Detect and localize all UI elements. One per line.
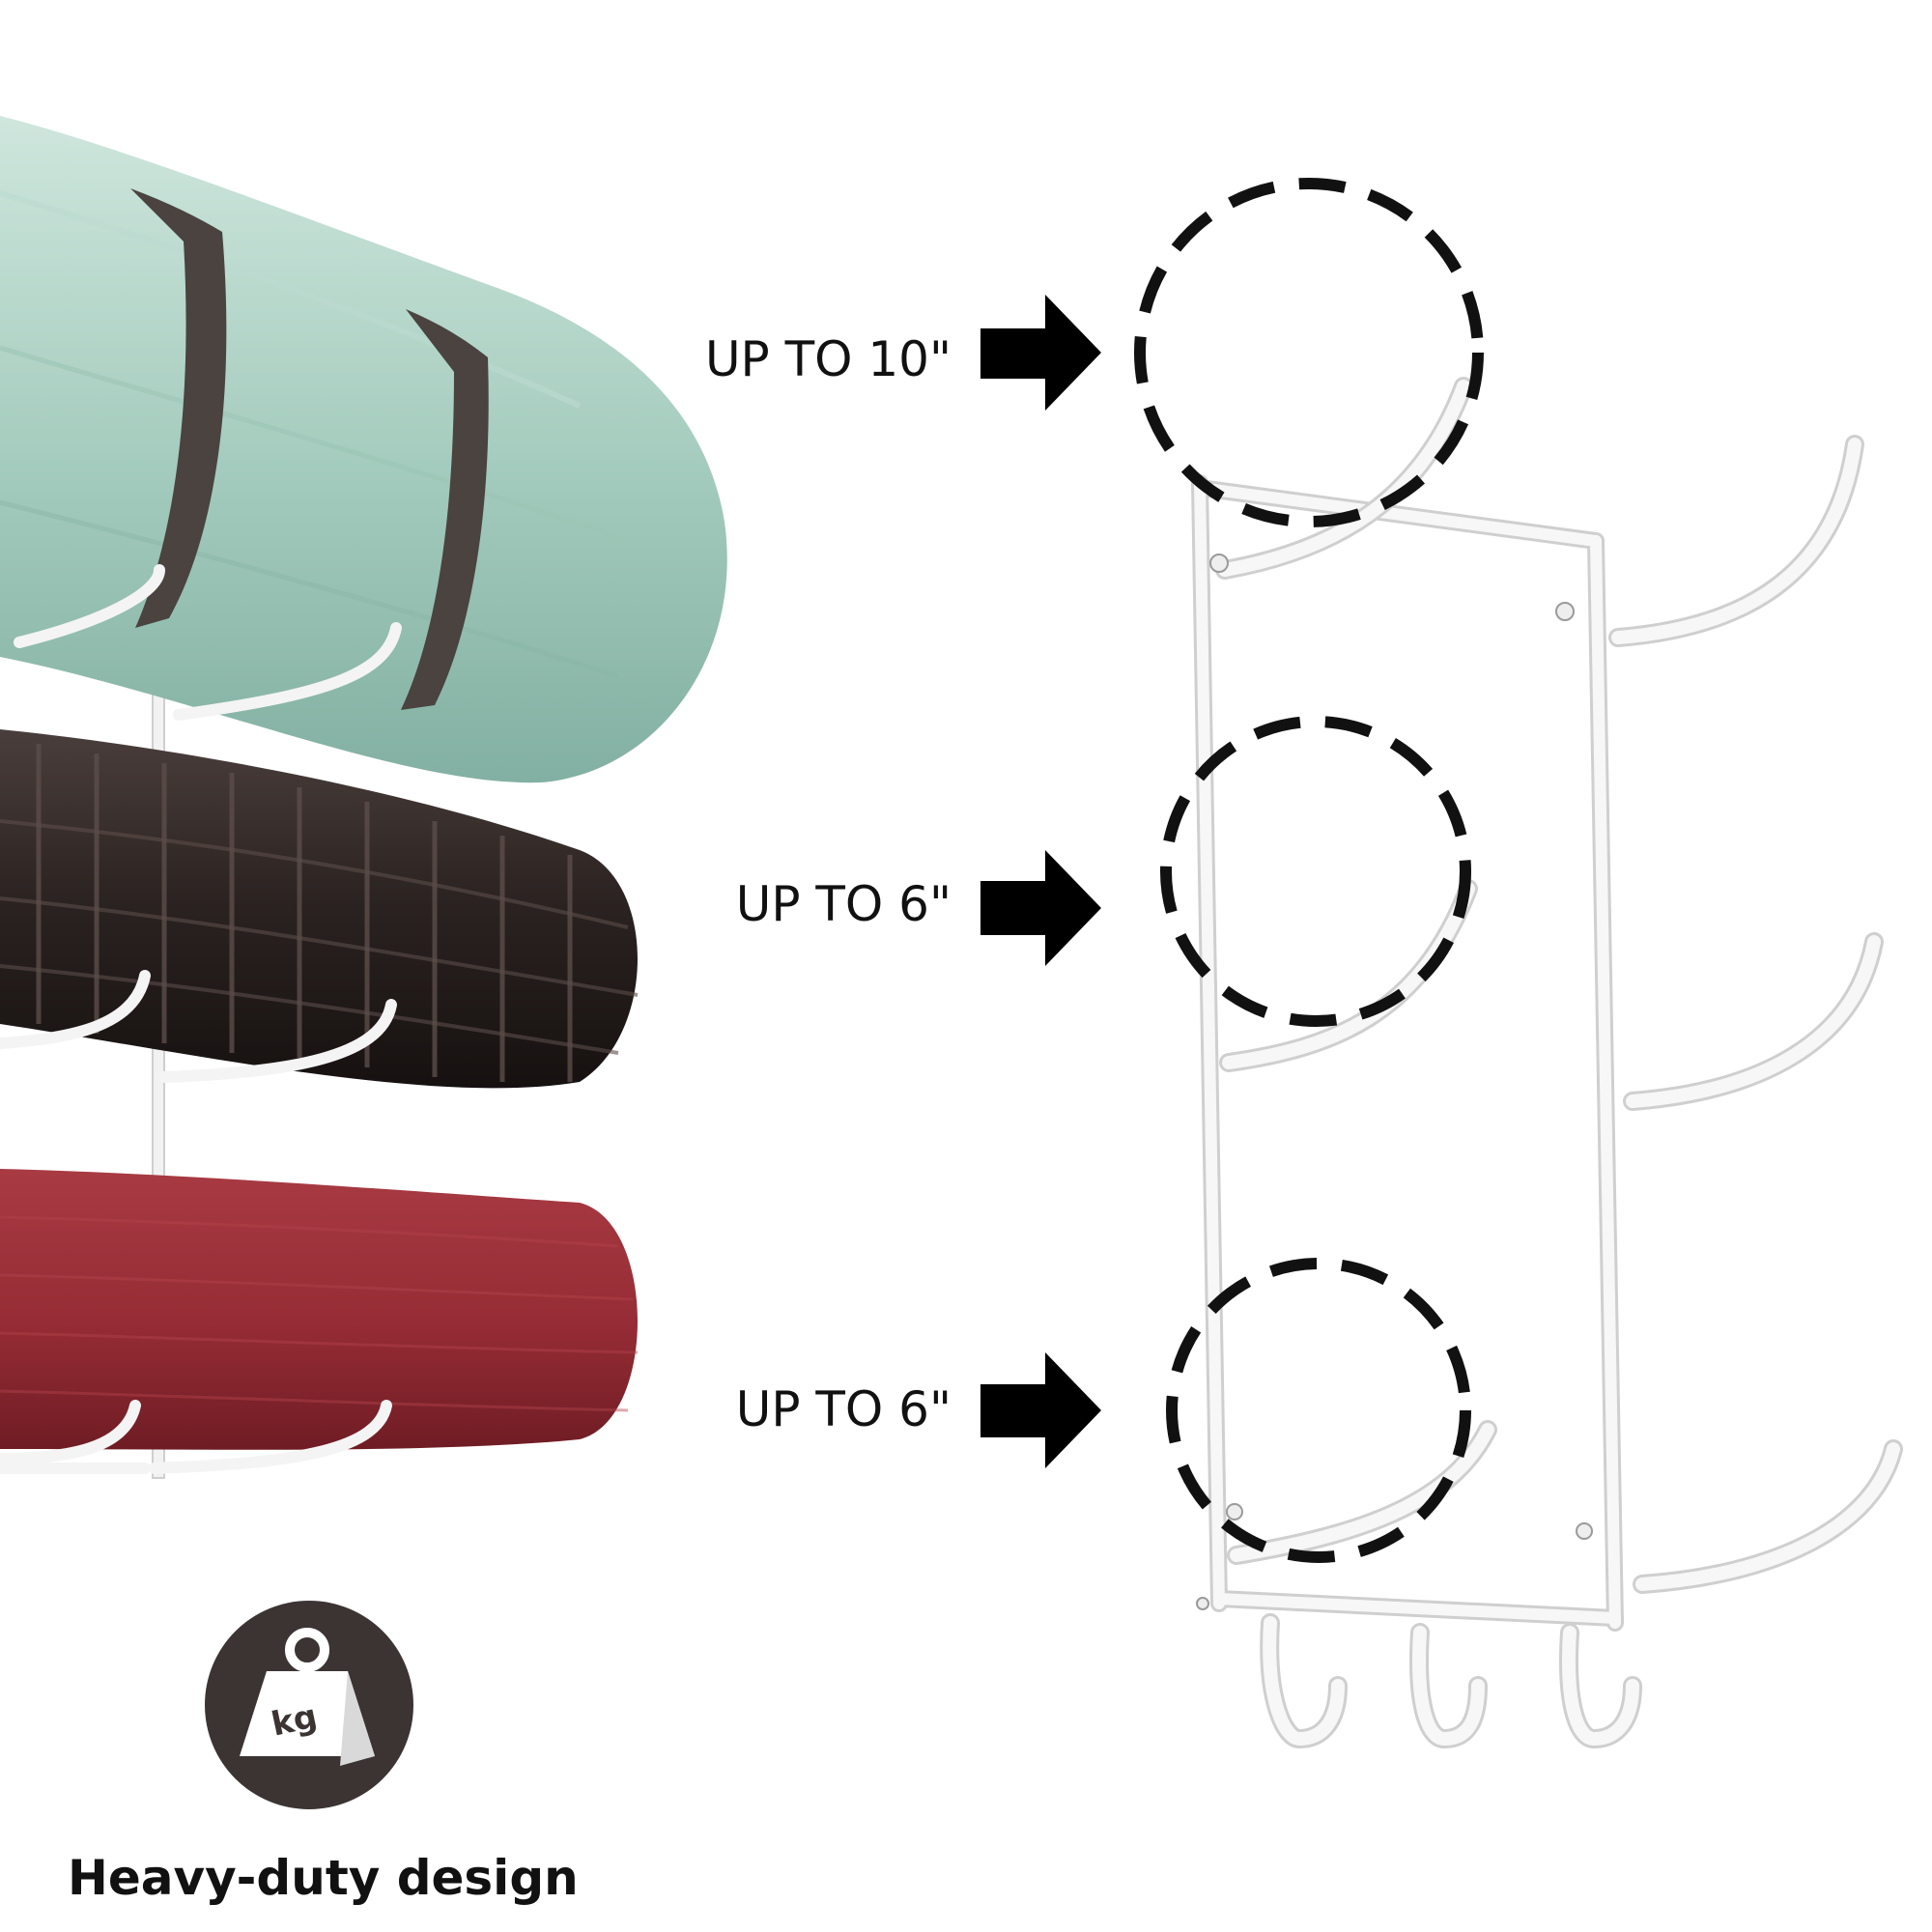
capacity-circle-top: [1134, 178, 1484, 527]
capacity-label-bottom: UP TO 6": [735, 1381, 952, 1437]
capacity-arrows: [980, 295, 1101, 1468]
capacity-label-middle: UP TO 6": [735, 876, 952, 932]
capacity-circle-middle: [1160, 716, 1471, 1027]
kg-icon-text: kg: [269, 1697, 321, 1745]
arrow-right-icon: [980, 850, 1101, 966]
arrow-right-icon: [980, 1352, 1101, 1468]
red-yoga-mat: [0, 1169, 639, 1450]
capacity-circle-bottom: [1166, 1258, 1471, 1563]
white-wall-rack: [1191, 377, 1903, 1748]
capacity-label-top: UP TO 10": [704, 331, 952, 387]
green-mat-hooks: [14, 564, 402, 721]
red-mat-hooks: [0, 1400, 392, 1474]
arrow-right-icon: [980, 295, 1101, 411]
green-yoga-mat: [0, 116, 727, 783]
feature-caption: Heavy-duty design: [68, 1850, 579, 1906]
kg-weight-icon: kg: [205, 1601, 413, 1809]
black-foam-roller: [0, 729, 639, 1089]
capacity-circles: [1134, 178, 1484, 1563]
foam-roller-hooks: [0, 970, 397, 1083]
